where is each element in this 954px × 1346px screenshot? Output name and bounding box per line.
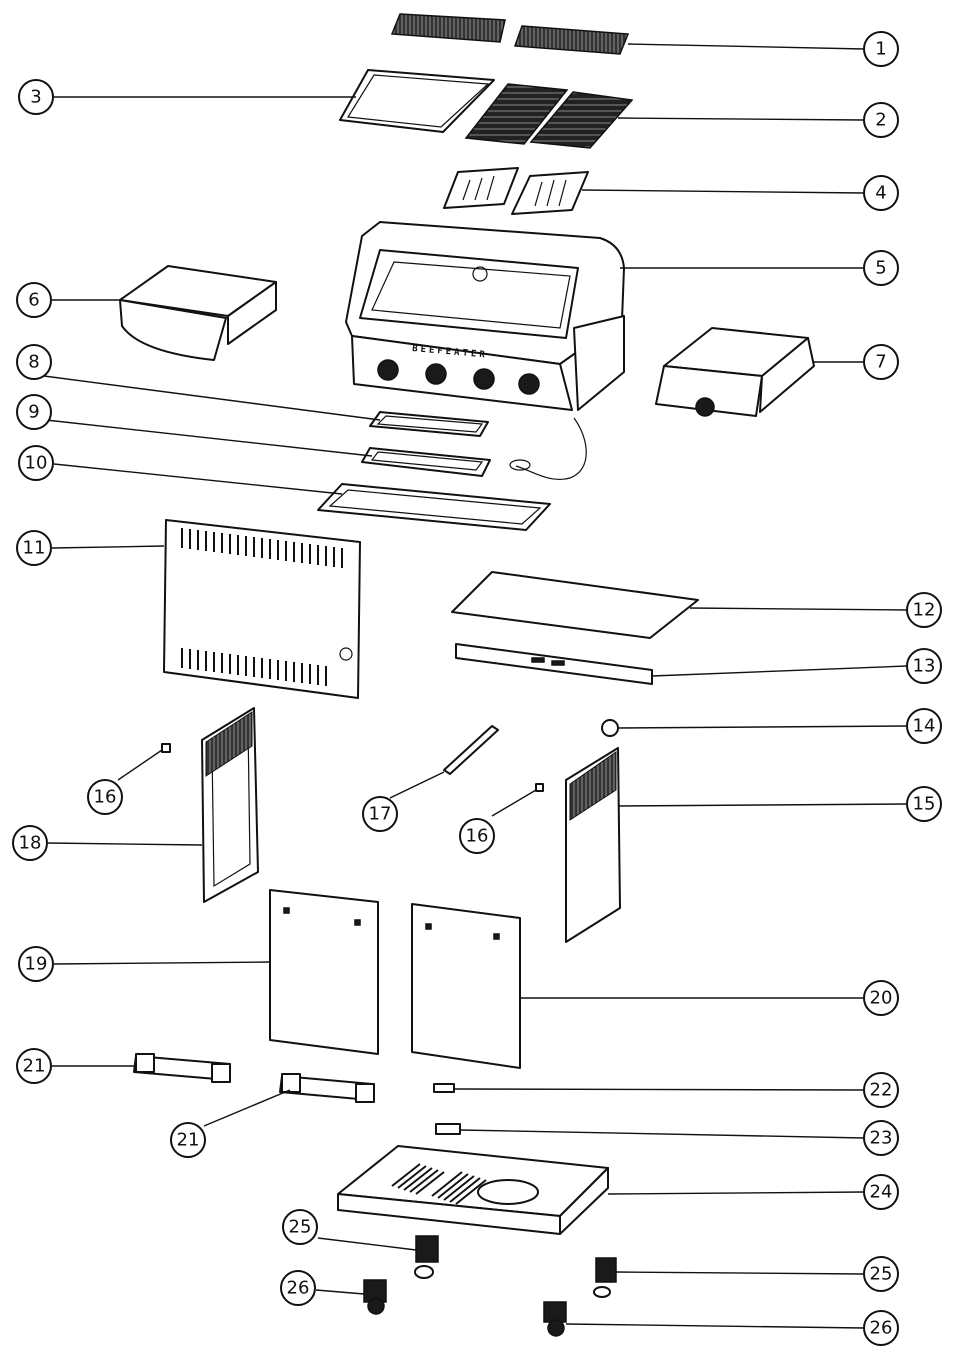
svg-text:19: 19 — [25, 954, 48, 975]
part-warming-racks — [390, 13, 630, 55]
part-right-door — [411, 903, 521, 1069]
callout-24: 24 — [863, 1174, 899, 1210]
svg-text:12: 12 — [913, 600, 936, 621]
callout-22: 22 — [863, 1072, 899, 1108]
callout-1: 1 — [863, 31, 899, 67]
part-side-burner — [655, 327, 815, 417]
callout-26-left: 26 — [280, 1270, 316, 1306]
part-castor-25-left — [414, 1235, 439, 1279]
svg-text:16: 16 — [466, 826, 489, 847]
part-magnet — [433, 1083, 455, 1093]
svg-text:20: 20 — [870, 988, 893, 1009]
part-left-side-panel — [201, 707, 259, 903]
svg-text:26: 26 — [870, 1318, 893, 1339]
part-tray-support — [317, 483, 551, 531]
svg-text:25: 25 — [289, 1217, 312, 1238]
callout-20: 20 — [863, 980, 899, 1016]
svg-text:21: 21 — [23, 1056, 46, 1077]
part-ring — [601, 719, 619, 737]
callout-6: 6 — [16, 282, 52, 318]
part-door-handle-left — [133, 1053, 231, 1083]
svg-text:9: 9 — [28, 402, 39, 423]
callout-3: 3 — [18, 79, 54, 115]
callout-2: 2 — [863, 102, 899, 138]
callout-11: 11 — [16, 530, 52, 566]
callout-5: 5 — [863, 250, 899, 286]
callout-26-right: 26 — [863, 1310, 899, 1346]
svg-text:1: 1 — [875, 39, 886, 60]
part-left-side-shelf — [119, 265, 277, 361]
callout-14: 14 — [906, 708, 942, 744]
callout-23: 23 — [863, 1120, 899, 1156]
svg-text:11: 11 — [23, 538, 46, 559]
part-right-side-panel — [565, 747, 621, 943]
svg-text:14: 14 — [913, 716, 936, 737]
callout-8: 8 — [16, 344, 52, 380]
callout-19: 19 — [18, 946, 54, 982]
part-castor-25-right — [593, 1257, 617, 1298]
part-base — [337, 1145, 609, 1235]
svg-text:10: 10 — [25, 453, 48, 474]
svg-text:6: 6 — [28, 290, 39, 311]
callout-13: 13 — [906, 648, 942, 684]
svg-text:16: 16 — [94, 787, 117, 808]
part-flame-tamers — [443, 167, 589, 215]
svg-text:17: 17 — [369, 804, 392, 825]
part-hinge-left — [161, 743, 171, 753]
part-catch — [435, 1123, 461, 1135]
part-drip-tray — [369, 411, 489, 437]
svg-text:21: 21 — [177, 1130, 200, 1151]
part-left-door — [269, 889, 379, 1055]
callout-25-left: 25 — [282, 1209, 318, 1245]
svg-text:3: 3 — [30, 87, 41, 108]
svg-text:5: 5 — [875, 258, 886, 279]
callout-16-right: 16 — [459, 818, 495, 854]
callout-21-right: 21 — [170, 1122, 206, 1158]
part-bar — [443, 725, 499, 775]
callout-18: 18 — [12, 825, 48, 861]
leader-lines — [43, 43, 908, 1329]
part-castor-26-right — [543, 1301, 567, 1337]
part-barbecue-body: BEEFEATER — [345, 221, 625, 480]
svg-text:24: 24 — [870, 1182, 893, 1203]
part-door-handle-right — [279, 1073, 375, 1103]
callout-4: 4 — [863, 175, 899, 211]
callout-17: 17 — [362, 796, 398, 832]
part-rear-panel — [163, 519, 361, 699]
part-griddle-plate — [339, 69, 495, 133]
svg-text:4: 4 — [875, 183, 886, 204]
part-castor-26-left — [363, 1279, 387, 1315]
callout-25-right: 25 — [863, 1256, 899, 1292]
part-hinge-right — [535, 783, 544, 792]
callout-21-left: 21 — [16, 1048, 52, 1084]
svg-text:22: 22 — [870, 1080, 893, 1101]
svg-text:23: 23 — [870, 1128, 893, 1149]
svg-text:25: 25 — [870, 1264, 893, 1285]
part-top-plate — [451, 571, 699, 639]
part-cooking-grills — [464, 83, 634, 149]
callout-16-left: 16 — [87, 779, 123, 815]
part-front-rail — [455, 643, 653, 685]
svg-text:8: 8 — [28, 352, 39, 373]
callout-12: 12 — [906, 592, 942, 628]
callout-15: 15 — [906, 786, 942, 822]
svg-text:13: 13 — [913, 656, 936, 677]
callout-9: 9 — [16, 394, 52, 430]
callout-10: 10 — [18, 445, 54, 481]
svg-text:18: 18 — [19, 833, 42, 854]
svg-text:7: 7 — [875, 352, 886, 373]
svg-text:26: 26 — [287, 1278, 310, 1299]
callout-7: 7 — [863, 344, 899, 380]
svg-text:2: 2 — [875, 110, 886, 131]
svg-text:15: 15 — [913, 794, 936, 815]
part-tray-frame — [361, 447, 491, 477]
